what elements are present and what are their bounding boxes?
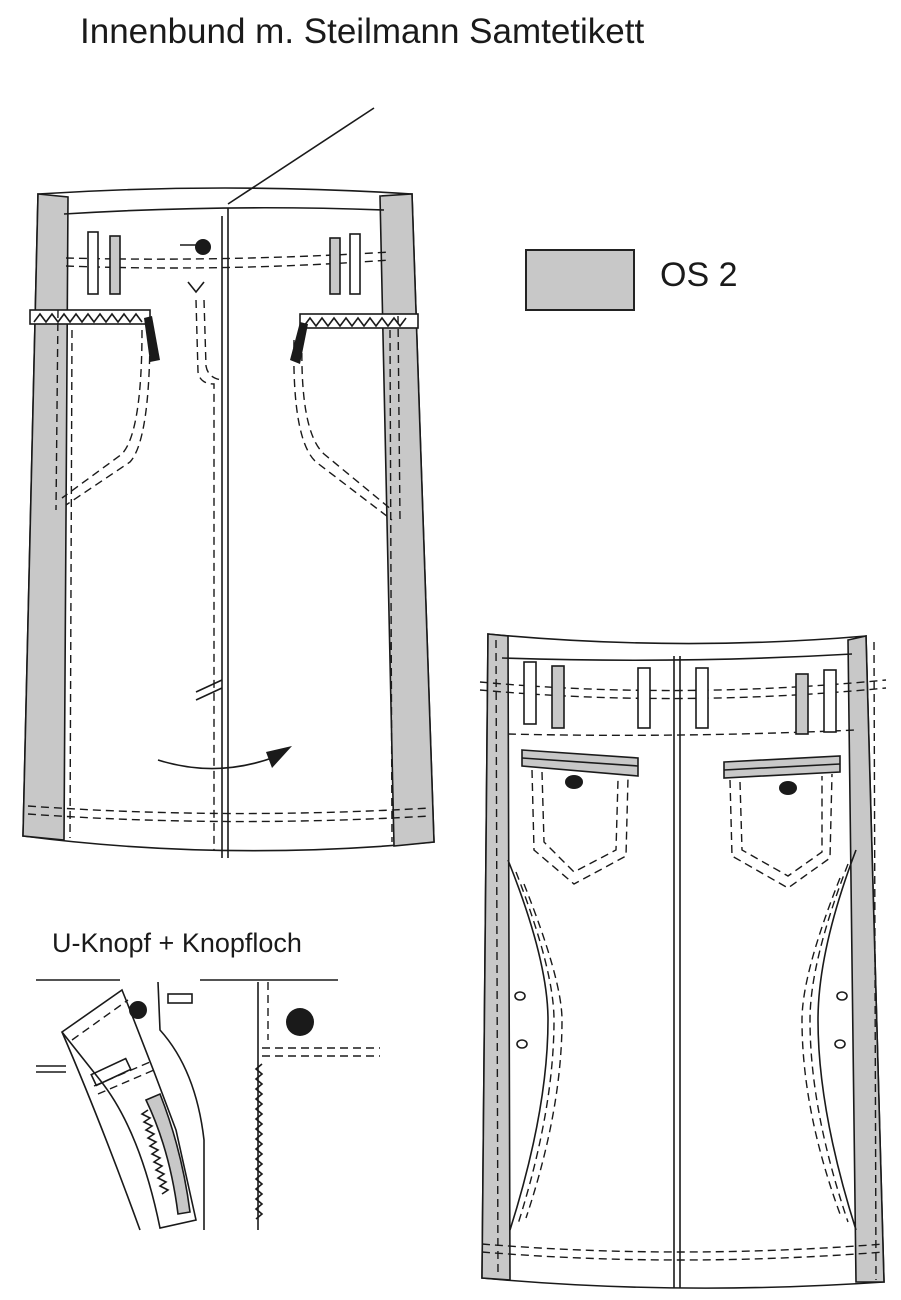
front-skirt [22,107,435,858]
belt-loop [695,667,709,729]
front-left-side-panel [22,193,69,841]
back-skirt [479,633,887,1289]
front-waist-button [195,239,211,255]
legend-label: OS 2 [660,256,738,294]
detail-label: U-Knopf + Knopfloch [52,928,302,958]
buttonhole [167,993,193,1004]
belt-loop [523,661,537,725]
back-left-side-panel [481,633,511,1281]
belt-loop-os2 [795,673,809,735]
button-buttonhole-detail [36,979,380,1231]
back-right-side-panel [847,635,885,1283]
front-right-side-panel [379,193,435,847]
belt-loop-os2 [109,235,121,295]
detail-large-button [286,1008,314,1036]
legend-swatch [525,249,635,311]
waistband-annotation-label: Innenbund m. Steilmann Samtetikett [80,12,645,51]
back-pocket-button [779,781,797,795]
belt-loop [637,667,651,729]
belt-loop [349,233,361,295]
detail-small-button [129,1001,147,1019]
belt-loop [87,231,99,295]
belt-loop-os2 [551,665,565,729]
belt-loop-os2 [329,237,341,295]
buttonhole [90,1057,132,1087]
belt-loop [823,669,837,733]
back-pocket-button [565,775,583,789]
